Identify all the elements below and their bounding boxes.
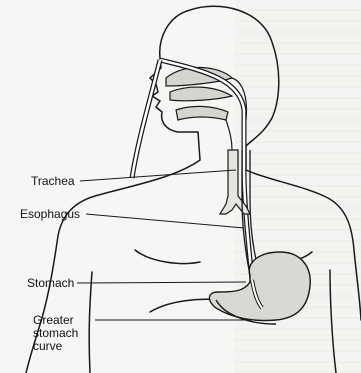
label-stomach: Stomach	[27, 277, 74, 290]
label-greater-stomach-curve: Greater stomach curve	[33, 314, 78, 353]
nasal-cavity	[166, 67, 232, 120]
label-greater-line3: curve	[33, 340, 78, 353]
label-trachea: Trachea	[31, 175, 75, 188]
stomach-shape	[209, 252, 310, 324]
label-esophagus: Esophagus	[20, 208, 80, 221]
